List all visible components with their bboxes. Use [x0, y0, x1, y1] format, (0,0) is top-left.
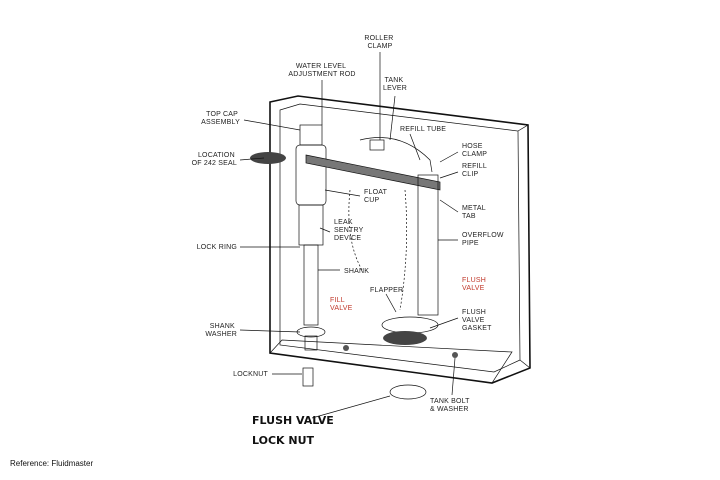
- label-hose-clamp: HOSE CLAMP: [462, 143, 487, 158]
- flush-valve-assembly: [359, 137, 439, 400]
- label-refill-clip: REFILL CLIP: [462, 163, 489, 178]
- label-water-level-rod: WATER LEVEL ADJUSTMENT ROD: [288, 63, 355, 78]
- label-shank: SHANK: [344, 268, 369, 275]
- label-flush-valve-gasket: FLUSH VALVE GASKET: [462, 309, 492, 332]
- label-fill-valve: FILL VALVE: [330, 297, 353, 312]
- label-seal-location: LOCATION OF 242 SEAL: [192, 152, 237, 167]
- label-locknut: LOCKNUT: [233, 371, 268, 378]
- label-top-cap: TOP CAP ASSEMBLY: [201, 111, 240, 126]
- label-float-cup: FLOAT CUP: [364, 189, 389, 204]
- float-arm: [305, 139, 441, 191]
- label-roller-clamp: ROLLER CLAMP: [364, 35, 395, 50]
- fill-valve: [250, 124, 327, 351]
- leader-lines: [239, 52, 459, 419]
- tank-body: [269, 95, 531, 384]
- label-metal-tab: METAL TAB: [462, 205, 488, 220]
- label-lock-ring: LOCK RING: [197, 244, 237, 251]
- label-flush-valve: FLUSH VALVE: [462, 277, 488, 292]
- label-leak-sentry: LEAK SENTRY DEVICE: [334, 219, 366, 242]
- label-shank-washer: SHANK WASHER: [205, 323, 237, 338]
- label-flapper: FLAPPER: [370, 287, 403, 294]
- label-tank-bolt: TANK BOLT & WASHER: [430, 398, 472, 413]
- reference-text: Reference: Fluidmaster: [10, 459, 93, 468]
- label-overflow-pipe: OVERFLOW PIPE: [462, 232, 506, 247]
- callout-flush-valve-lock-nut: FLUSH VALVE LOCK NUT: [252, 414, 338, 447]
- tank-bolts: [302, 345, 458, 387]
- label-refill-tube: REFILL TUBE: [400, 126, 446, 133]
- label-tank-lever: TANK LEVER: [383, 77, 407, 92]
- lift-chain: [348, 189, 408, 311]
